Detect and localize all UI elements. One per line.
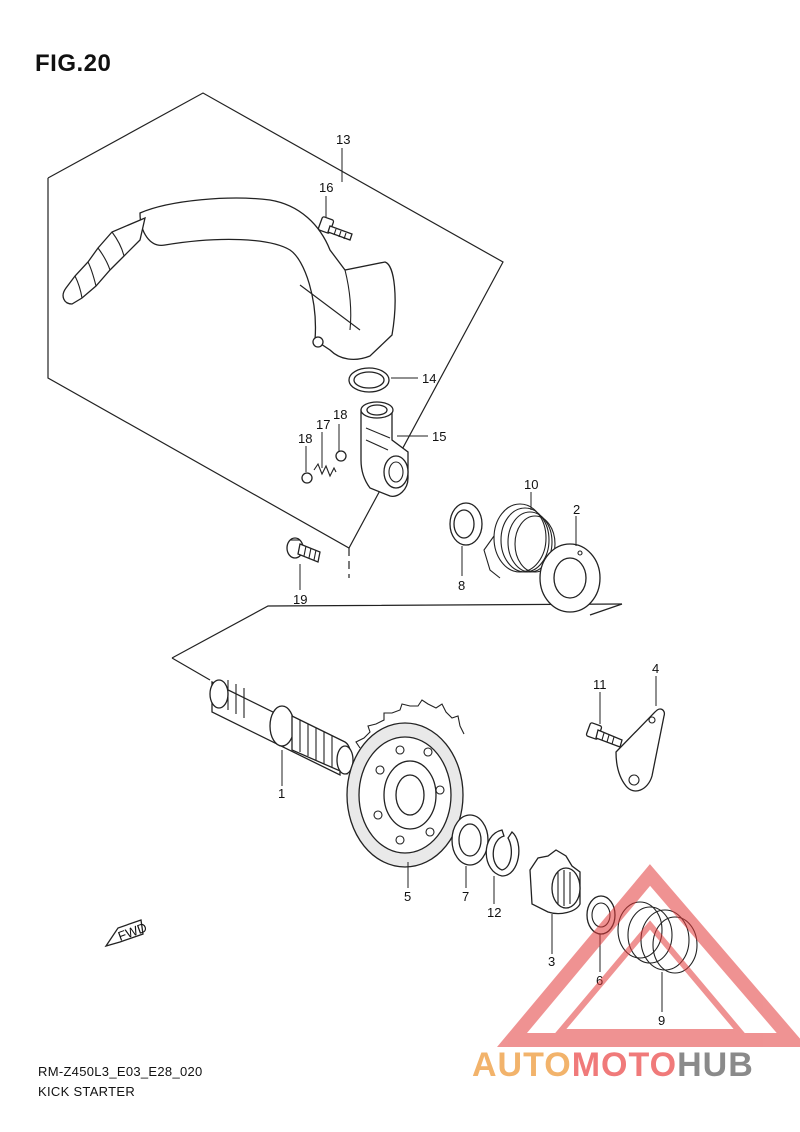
kick-lever (62, 197, 396, 361)
callout-2: 2 (573, 502, 580, 517)
callout-7: 7 (462, 889, 469, 904)
kick-boss-15 (360, 401, 409, 497)
figure-code: RM-Z450L3_E03_E28_020 (38, 1064, 203, 1079)
watermark-logo (497, 864, 800, 1047)
guide-plate-4 (615, 708, 666, 792)
ball-18-b (335, 450, 347, 462)
kick-spring-10 (483, 503, 556, 579)
callout-1: 1 (278, 786, 285, 801)
callout-15: 15 (432, 429, 446, 444)
bolt-19 (286, 537, 321, 563)
callout-16: 16 (319, 180, 333, 195)
callout-4: 4 (652, 661, 659, 676)
o-ring-14 (348, 367, 390, 393)
group-frame-upper (47, 92, 504, 578)
fwd-arrow-icon: FWD (104, 919, 149, 948)
kick-gear-5 (346, 699, 465, 868)
kick-drive-gear-3 (529, 849, 581, 915)
leader-lines (281, 148, 663, 1012)
figure-title: FIG.20 (35, 50, 112, 77)
callout-19: 19 (293, 592, 307, 607)
callout-17: 17 (316, 417, 330, 432)
callout-18-b: 18 (333, 407, 347, 422)
kick-shaft-1 (209, 679, 354, 777)
callout-14: 14 (422, 371, 436, 386)
callout-5: 5 (404, 889, 411, 904)
washer-plate-2 (539, 543, 601, 613)
callout-18-a: 18 (298, 431, 312, 446)
callout-13: 13 (336, 132, 350, 147)
ball-18-a (301, 472, 313, 484)
callout-3: 3 (548, 954, 555, 969)
spring-17 (313, 462, 337, 478)
callout-12: 12 (487, 905, 501, 920)
callout-8: 8 (458, 578, 465, 593)
washer-7 (451, 814, 489, 866)
circlip-12 (485, 829, 520, 877)
fwd-label: FWD (116, 920, 149, 944)
callout-11: 11 (593, 677, 607, 692)
callout-labels: 13 16 14 15 17 18 18 19 8 10 2 1 5 7 12 … (278, 132, 665, 1028)
bolt-11 (585, 722, 623, 748)
callout-10: 10 (524, 477, 538, 492)
watermark-text: AUTOMOTOHUB (472, 1046, 754, 1084)
bolt-16 (317, 216, 353, 241)
oil-seal-8 (449, 502, 483, 546)
group-frame-lower (171, 603, 623, 681)
figure-name: KICK STARTER (38, 1084, 136, 1099)
callout-9: 9 (658, 1013, 665, 1028)
